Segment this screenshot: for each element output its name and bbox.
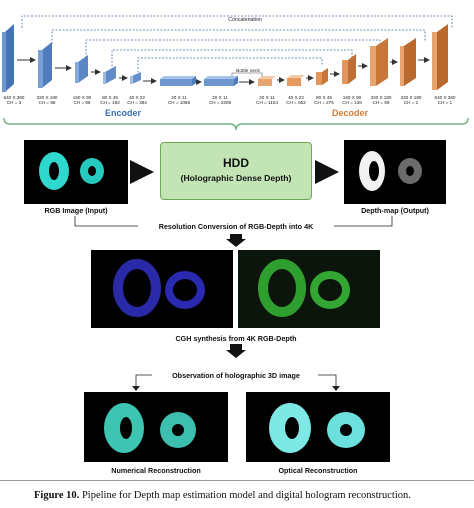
cgh-green-panel xyxy=(238,250,380,328)
down-arrow-2 xyxy=(226,344,246,358)
numerical-reconstruction-panel xyxy=(84,392,228,462)
cgh-label: CGH synthesis from 4K RGB-Depth xyxy=(175,334,297,343)
decoder-block-label-4: 160 X 90 CH = 138 xyxy=(342,95,362,106)
numerical-reconstruction-label: Numerical Reconstruction xyxy=(111,466,201,475)
rgb-image-label: RGB Image (Input) xyxy=(44,206,108,215)
decoder-block-5 xyxy=(370,46,376,86)
decoder-block-1 xyxy=(258,79,272,86)
decoder-label: Decoder xyxy=(331,108,368,118)
decoder-block-label-7: 640 X 360 CH = 1 xyxy=(434,95,456,106)
decoder-block-label-6: 320 X 180 CH = 1 xyxy=(400,95,422,106)
decoder-blocks xyxy=(258,24,448,90)
decoder-block-3 xyxy=(316,72,322,85)
caption-text: Pipeline for Depth map estimation model … xyxy=(79,490,411,501)
encoder-block-1 xyxy=(5,24,14,92)
encoder-block-4 xyxy=(105,66,116,84)
optical-reconstruction-panel xyxy=(246,392,390,462)
depth-map-panel xyxy=(344,140,446,204)
concatenation-label: Concatenation xyxy=(228,17,262,23)
depth-torus-image xyxy=(359,151,422,191)
figure-caption: Figure 10. Pipeline for Depth map estima… xyxy=(34,490,411,501)
cgh-blue-image xyxy=(113,259,205,317)
bottleneck-bracket xyxy=(231,72,263,76)
cgh-green-image xyxy=(258,259,350,317)
encoder-block-label-1: 640 X 360 CH = 3 xyxy=(3,95,25,106)
encoder-block-label-6: 20 X 11 CH = 1056 xyxy=(167,95,191,106)
encoder-block-label-2: 320 X 180 CH = 86 xyxy=(36,95,58,106)
encoder-block-label-7: 20 X 11 CH = 2208 xyxy=(208,95,232,106)
caption-prefix: Figure 10. xyxy=(34,490,80,501)
decoder-block-label-5: 320 X 180 CH = 69 xyxy=(370,95,392,106)
decoder-block-label-1: 20 X 11 CH = 1104 xyxy=(256,95,278,106)
decoder-block-label-3: 80 X 45 CH = 276 xyxy=(314,95,334,106)
decoder-block-2 xyxy=(287,78,301,86)
concatenation-lines xyxy=(21,15,453,76)
decoder-block-6 xyxy=(400,46,404,86)
observation-connector xyxy=(135,374,337,388)
encoder-block-label-3: 160 X 90 CH = 96 xyxy=(72,95,92,106)
encoder-block-3 xyxy=(78,55,88,83)
encoder-decoder-brace xyxy=(3,117,469,131)
hdd-box: HDD (Holographic Dense Depth) xyxy=(160,142,312,200)
rgb-torus-image xyxy=(39,152,104,190)
decoder-block-label-2: 40 X 22 CH = 552 xyxy=(286,95,306,106)
bottleneck-label: Bottle neck xyxy=(236,69,260,74)
numerical-torus-image xyxy=(104,403,196,453)
optical-reconstruction-label: Optical Reconstruction xyxy=(278,466,358,475)
encoder-block-6 xyxy=(160,79,192,86)
resolution-label: Resolution Conversion of RGB-Depth into … xyxy=(138,222,334,231)
cgh-blue-panel xyxy=(91,250,233,328)
observation-label: Observation of holographic 3D image xyxy=(172,371,300,380)
encoder-label: Encoder xyxy=(104,108,141,118)
encoder-block-7 xyxy=(204,79,234,86)
down-arrow-1 xyxy=(226,234,246,247)
encoder-block-2 xyxy=(42,42,52,88)
encoder-blocks xyxy=(2,24,238,92)
decoder-block-4 xyxy=(342,60,348,84)
optical-torus-image xyxy=(269,403,365,453)
depth-map-label: Depth-map (Output) xyxy=(361,206,429,215)
hdd-subtitle: (Holographic Dense Depth) xyxy=(180,173,292,183)
encoder-block-label-5: 40 X 22 CH = 384 xyxy=(127,95,147,106)
encoder-block-5 xyxy=(132,72,141,84)
resolution-connector xyxy=(74,216,393,227)
decoder-block-7 xyxy=(432,32,437,90)
caption-divider xyxy=(0,480,474,481)
rgb-image-panel xyxy=(24,140,128,204)
encoder-block-label-4: 80 X 45 CH = 192 xyxy=(100,95,120,106)
hdd-title: HDD xyxy=(223,156,249,170)
block-arrows xyxy=(17,57,430,85)
